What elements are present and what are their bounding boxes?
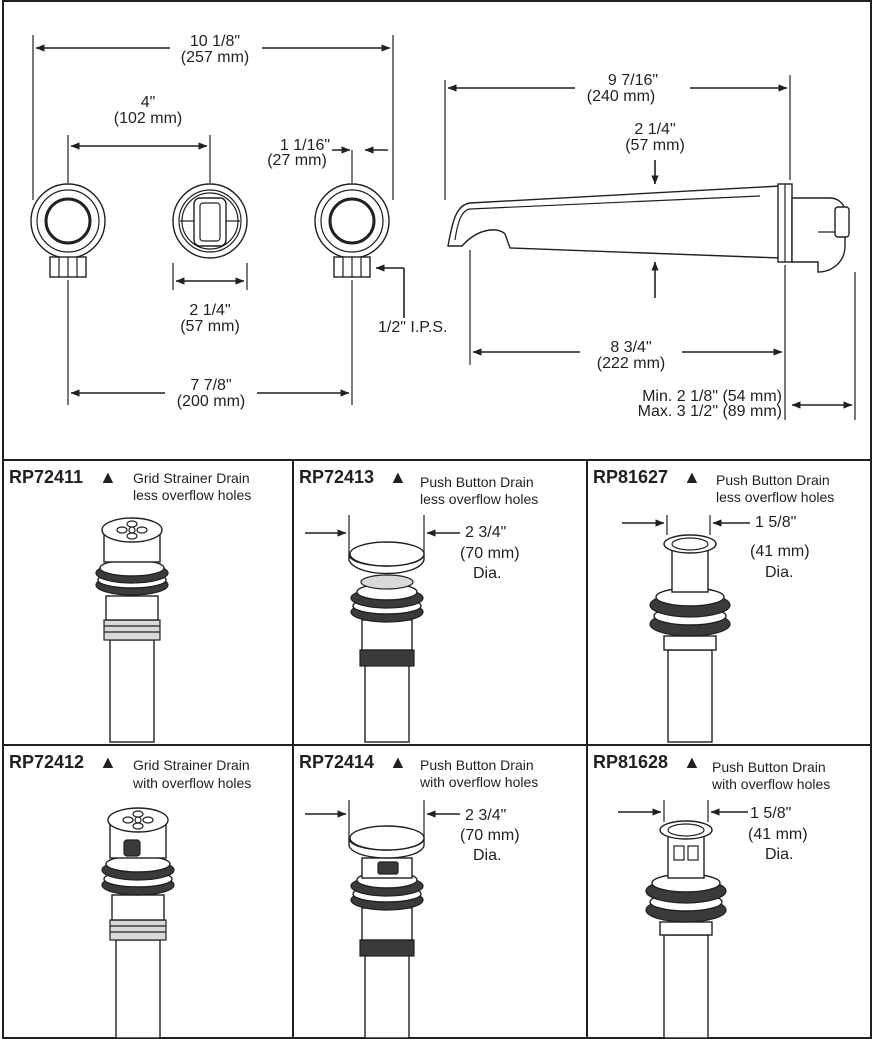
drain-cell-rp81628: RP81628 ▲ Push Button Drain with overflo… — [593, 752, 830, 1039]
side-gap-mm: (27 mm) — [267, 152, 327, 169]
spout-length-in: 9 7/16" — [608, 72, 658, 89]
handle-centers-in: 7 7/8" — [190, 377, 231, 394]
drain-dia-mm: (70 mm) — [460, 827, 520, 844]
escutcheon-diameter-in: 2 1/4" — [189, 302, 230, 319]
drain-code: RP81628 — [593, 752, 668, 772]
drain-desc-line2: with overflow holes — [132, 775, 251, 791]
drain-desc-line2: less overflow holes — [420, 491, 538, 507]
drain-dia-label: Dia. — [765, 564, 793, 581]
drain-code: RP72413 — [299, 467, 374, 487]
drain-cell-rp81627: RP81627 ▲ Push Button Drain less overflo… — [593, 467, 834, 743]
handle-spacing-in: 4" — [141, 94, 156, 111]
spout-reach-in: 8 3/4" — [610, 339, 651, 356]
drain-marker: ▲ — [683, 752, 701, 772]
drain-dia-in: 2 3/4" — [465, 524, 506, 541]
push-button-drain-overflow-drawing — [348, 825, 425, 1039]
drain-desc-line2: with overflow holes — [419, 774, 538, 790]
drain-code: RP72411 — [9, 467, 83, 487]
dim-texts: 10 1/8" (257 mm) 4" (102 mm) 1 1/16" (27… — [114, 33, 782, 420]
overall-width-mm: (257 mm) — [181, 49, 249, 66]
handle-right — [314, 183, 390, 278]
spout-escutcheon-front — [172, 183, 248, 259]
drain-desc-line1: Push Button Drain — [716, 472, 830, 488]
wall-max: Max. 3 1/2" (89 mm) — [638, 403, 782, 420]
push-button-drain-small-drawing — [649, 534, 731, 743]
drain-code: RP72414 — [299, 752, 374, 772]
drain-desc-line1: Push Button Drain — [712, 759, 826, 775]
drain-desc-line1: Grid Strainer Drain — [133, 757, 250, 773]
drain-dia-label: Dia. — [765, 846, 793, 863]
drain-dia-mm: (70 mm) — [460, 545, 520, 562]
ips-label: 1/2" I.P.S. — [378, 319, 447, 336]
drain-marker: ▲ — [99, 467, 117, 487]
drain-cell-rp72413: RP72413 ▲ Push Button Drain less overflo… — [299, 467, 538, 743]
drain-code: RP81627 — [593, 467, 668, 487]
drain-dia-in: 1 5/8" — [755, 514, 796, 531]
drain-cell-rp72412: RP72412 ▲ Grid Strainer Drain with overf… — [9, 752, 251, 1039]
spout-height-in: 2 1/4" — [634, 121, 675, 138]
drain-marker: ▲ — [389, 467, 407, 487]
dim-lines-spout — [444, 75, 856, 420]
drain-desc-line2: with overflow holes — [711, 776, 830, 792]
dim-lines-handles — [32, 35, 405, 405]
drain-dia-mm: (41 mm) — [750, 543, 810, 560]
handle-centers-mm: (200 mm) — [177, 393, 245, 410]
drain-grid: RP72411 ▲ Grid Strainer Drain less overf… — [9, 467, 834, 1039]
spout-length-mm: (240 mm) — [587, 88, 655, 105]
drain-marker: ▲ — [683, 467, 701, 487]
drain-marker: ▲ — [389, 752, 407, 772]
drain-dia-label: Dia. — [473, 565, 501, 582]
handle-spacing-mm: (102 mm) — [114, 110, 182, 127]
drain-dia-label: Dia. — [473, 847, 501, 864]
drain-cell-rp72411: RP72411 ▲ Grid Strainer Drain less overf… — [9, 467, 251, 743]
drain-desc-line1: Push Button Drain — [420, 474, 534, 490]
escutcheon-diameter-mm: (57 mm) — [180, 318, 240, 335]
wall-min: Min. 2 1/8" (54 mm) — [642, 388, 782, 405]
drain-code: RP72412 — [9, 752, 84, 772]
grid-strainer-drain-drawing — [95, 517, 169, 743]
drain-cell-rp72414: RP72414 ▲ Push Button Drain with overflo… — [299, 752, 538, 1039]
drain-marker: ▲ — [99, 752, 117, 772]
overall-width-in: 10 1/8" — [190, 33, 240, 50]
handle-left — [30, 183, 106, 278]
spout-reach-mm: (222 mm) — [597, 355, 665, 372]
push-button-drain-drawing — [348, 541, 425, 743]
drain-desc-line2: less overflow holes — [133, 487, 251, 503]
spout-side-view — [447, 183, 850, 273]
spout-height-mm: (57 mm) — [625, 137, 685, 154]
drain-dia-in: 2 3/4" — [465, 807, 506, 824]
grid-strainer-drain-overflow-drawing — [101, 807, 175, 1039]
drain-desc-line2: less overflow holes — [716, 489, 834, 505]
drain-dia-mm: (41 mm) — [748, 826, 808, 843]
push-button-drain-small-overflow-drawing — [645, 820, 727, 1039]
drain-dia-in: 1 5/8" — [750, 805, 791, 822]
drain-desc-line1: Push Button Drain — [420, 757, 534, 773]
side-gap-in: 1 1/16" — [280, 137, 330, 154]
drain-desc-line1: Grid Strainer Drain — [133, 470, 250, 486]
